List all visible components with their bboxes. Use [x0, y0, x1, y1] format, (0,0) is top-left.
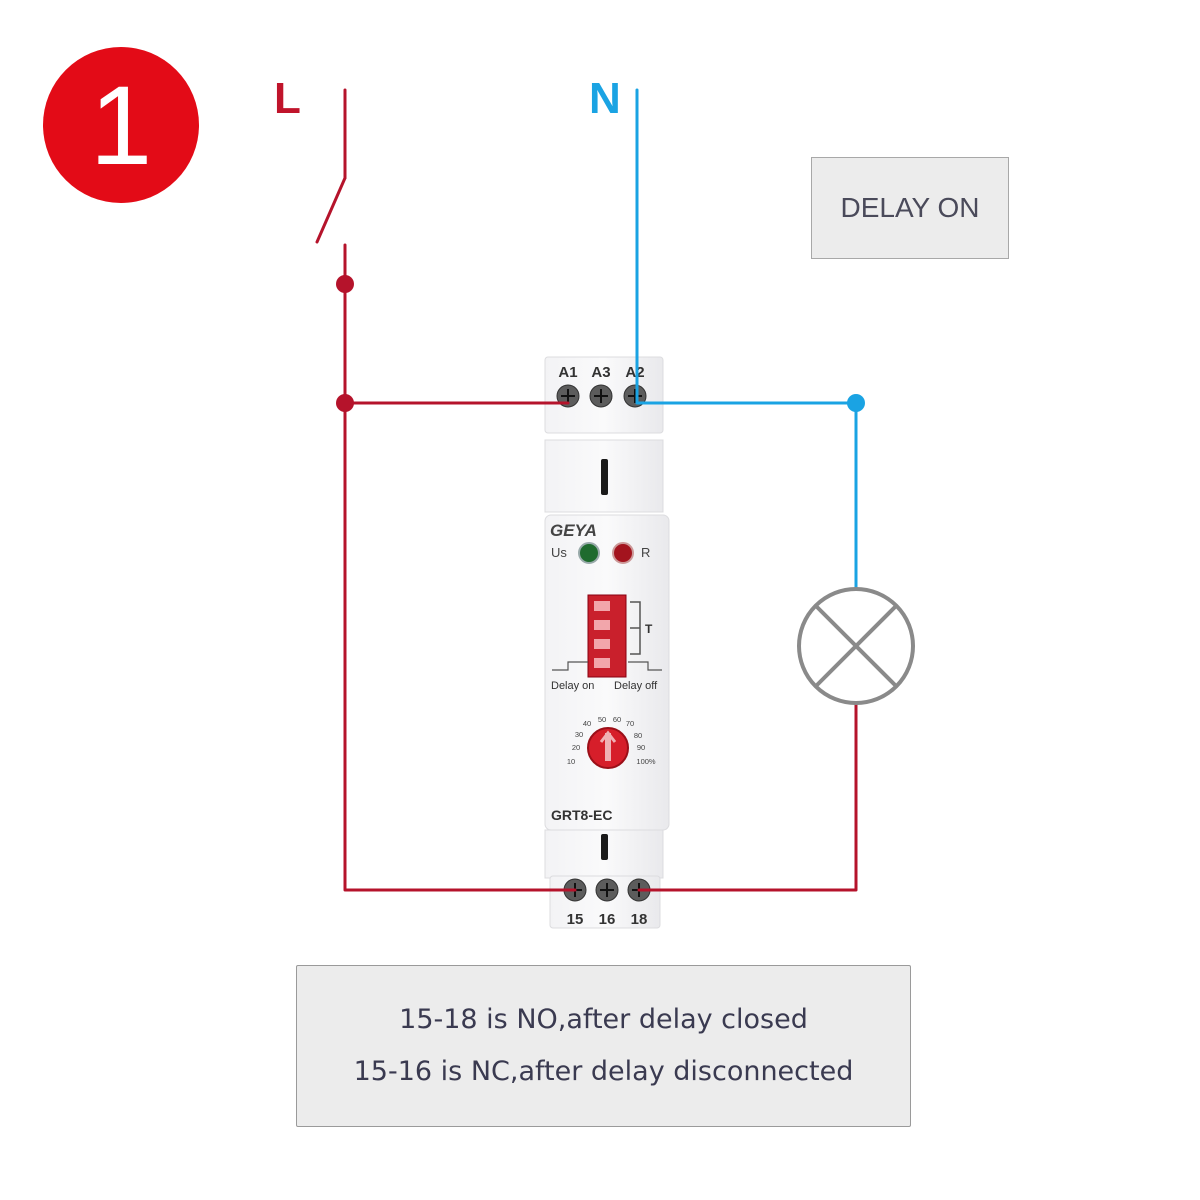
relay-module: A1 A3 A2 GEYA Us R T Delay	[544, 356, 670, 929]
neutral-wire	[635, 88, 858, 590]
dip-time-label: T	[645, 622, 653, 636]
led-relay-label: R	[641, 545, 650, 560]
terminal-screw-16	[595, 878, 619, 902]
mode-label: DELAY ON	[840, 192, 980, 223]
led-power-indicator	[578, 542, 600, 564]
svg-text:30: 30	[575, 730, 583, 739]
mode-label-box: DELAY ON	[811, 157, 1009, 259]
time-dial-knob[interactable]	[587, 727, 629, 769]
terminal-label-18: 18	[631, 911, 648, 928]
note-line-2: 15-16 is NC,after delay disconnected	[353, 1056, 854, 1087]
svg-text:20: 20	[572, 743, 580, 752]
terminal-label-a3: A3	[591, 364, 610, 381]
step-badge: 1	[43, 47, 199, 203]
terminal-label-a2: A2	[625, 364, 644, 381]
svg-text:70: 70	[626, 719, 634, 728]
svg-text:80: 80	[634, 731, 642, 740]
live-junction-top	[336, 275, 354, 293]
terminal-label-15: 15	[567, 911, 584, 928]
relay-lower-slot	[601, 834, 608, 860]
brand-logo: GEYA	[550, 521, 597, 540]
delay-on-waveform-icon	[552, 661, 588, 671]
svg-text:90: 90	[637, 743, 645, 752]
delay-off-waveform-icon	[628, 661, 662, 671]
neutral-line-label: N	[589, 74, 621, 123]
terminal-screw-a3	[589, 384, 613, 408]
terminal-label-16: 16	[599, 911, 616, 928]
svg-text:50: 50	[598, 715, 606, 724]
live-wire-main	[343, 243, 577, 892]
live-junction-a1	[336, 394, 354, 412]
mode-delay-on-label: Delay on	[551, 680, 594, 692]
svg-text:10: 10	[567, 757, 575, 766]
mode-delay-off-label: Delay off	[614, 680, 658, 692]
neutral-junction	[847, 394, 865, 412]
lamp-icon	[797, 587, 915, 705]
model-label: GRT8-EC	[551, 807, 612, 823]
svg-text:60: 60	[613, 715, 621, 724]
dip-switch[interactable]	[587, 594, 627, 678]
relay-upper-slot	[601, 459, 608, 495]
live-line-label: L	[274, 74, 301, 123]
lamp-return-wire	[637, 702, 858, 892]
led-power-label: Us	[551, 545, 567, 560]
terminal-label-a1: A1	[558, 364, 577, 381]
note-line-1: 15-18 is NO,after delay closed	[399, 1004, 808, 1035]
time-dial-scale: 10 20 30 40 50 60 70 80 90 100%	[567, 715, 656, 766]
svg-text:40: 40	[583, 719, 591, 728]
switch-icon	[315, 176, 347, 244]
svg-text:100%: 100%	[636, 757, 656, 766]
led-relay-indicator	[612, 542, 634, 564]
notes-box: 15-18 is NO,after delay closed 15-16 is …	[296, 965, 911, 1127]
dip-time-bracket	[630, 601, 641, 655]
